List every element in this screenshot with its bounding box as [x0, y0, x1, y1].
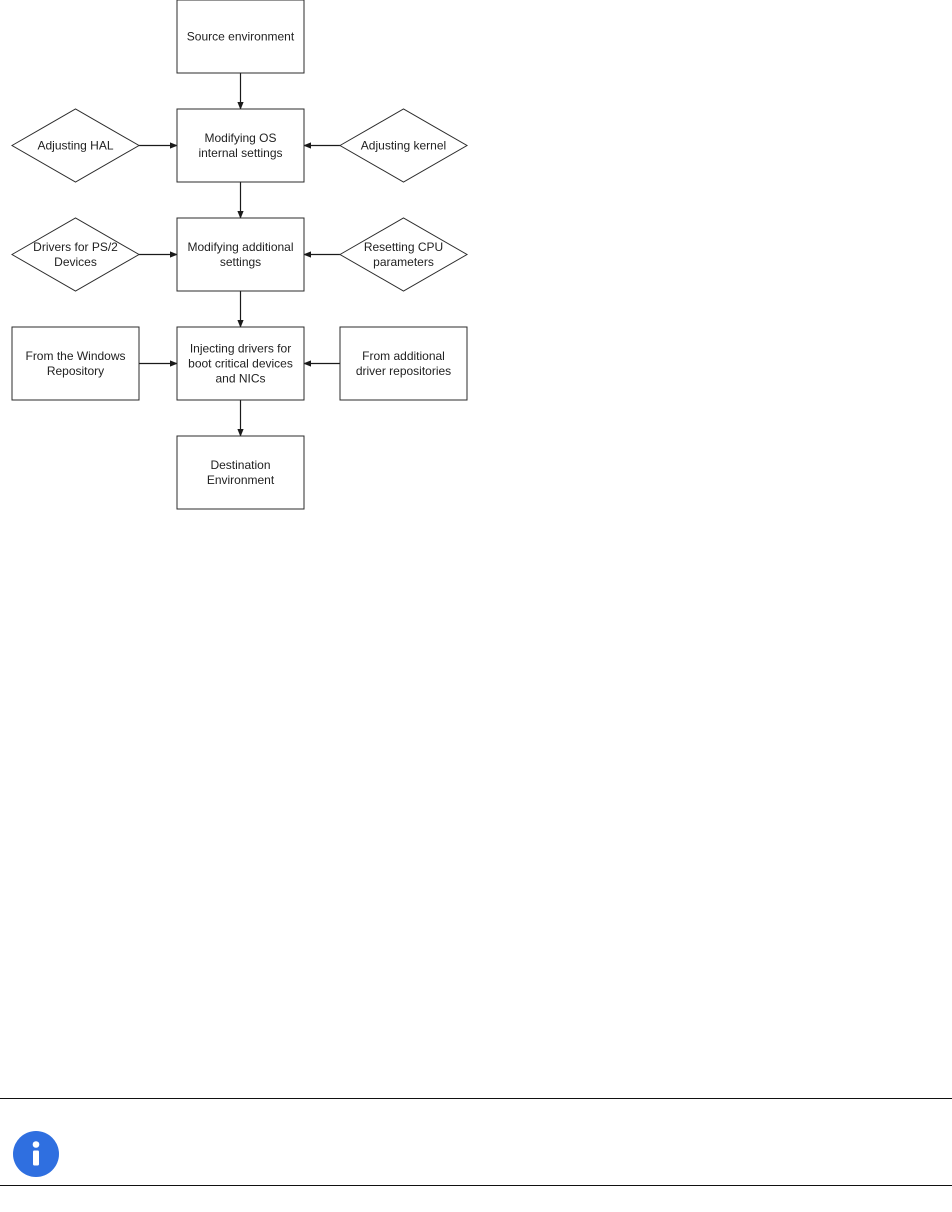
node-label: internal settings: [198, 146, 282, 160]
node-adjust-kernel: Adjusting kernel: [338, 108, 469, 183]
node-label: Modifying additional: [187, 240, 293, 254]
node-source: Source environment: [176, 0, 305, 74]
process-box: [176, 326, 305, 401]
decision-diamond: [338, 217, 469, 292]
process-box: [339, 326, 468, 401]
note-bottom-rule: [0, 1185, 952, 1186]
node-label: From additional: [362, 349, 445, 363]
node-label: Adjusting HAL: [37, 139, 113, 153]
node-label: driver repositories: [356, 364, 451, 378]
node-label: Devices: [54, 255, 97, 269]
node-label: Destination: [210, 458, 270, 472]
process-box: [176, 435, 305, 510]
node-label: Adjusting kernel: [361, 139, 446, 153]
node-label: Source environment: [187, 30, 295, 44]
node-adjust-hal: Adjusting HAL: [10, 108, 141, 183]
node-label: Drivers for PS/2: [33, 240, 118, 254]
decision-diamond: [10, 217, 141, 292]
node-label: boot critical devices: [188, 357, 293, 371]
process-box: [176, 217, 305, 292]
decision-diamond: [10, 108, 141, 183]
node-label: parameters: [373, 255, 434, 269]
process-box: [176, 0, 305, 74]
node-label: Resetting CPU: [364, 240, 443, 254]
node-label: Modifying OS: [204, 131, 276, 145]
node-label: and NICs: [215, 372, 265, 386]
node-label: Injecting drivers for: [190, 342, 291, 356]
note-top-rule: [0, 1098, 952, 1099]
process-box: [176, 108, 305, 183]
process-box: [11, 326, 140, 401]
node-label: From the Windows: [25, 349, 125, 363]
decision-diamond: [338, 108, 469, 183]
node-label: settings: [220, 255, 261, 269]
node-label: Repository: [47, 364, 104, 378]
node-label: Environment: [207, 473, 275, 487]
info-icon: [13, 1131, 59, 1177]
